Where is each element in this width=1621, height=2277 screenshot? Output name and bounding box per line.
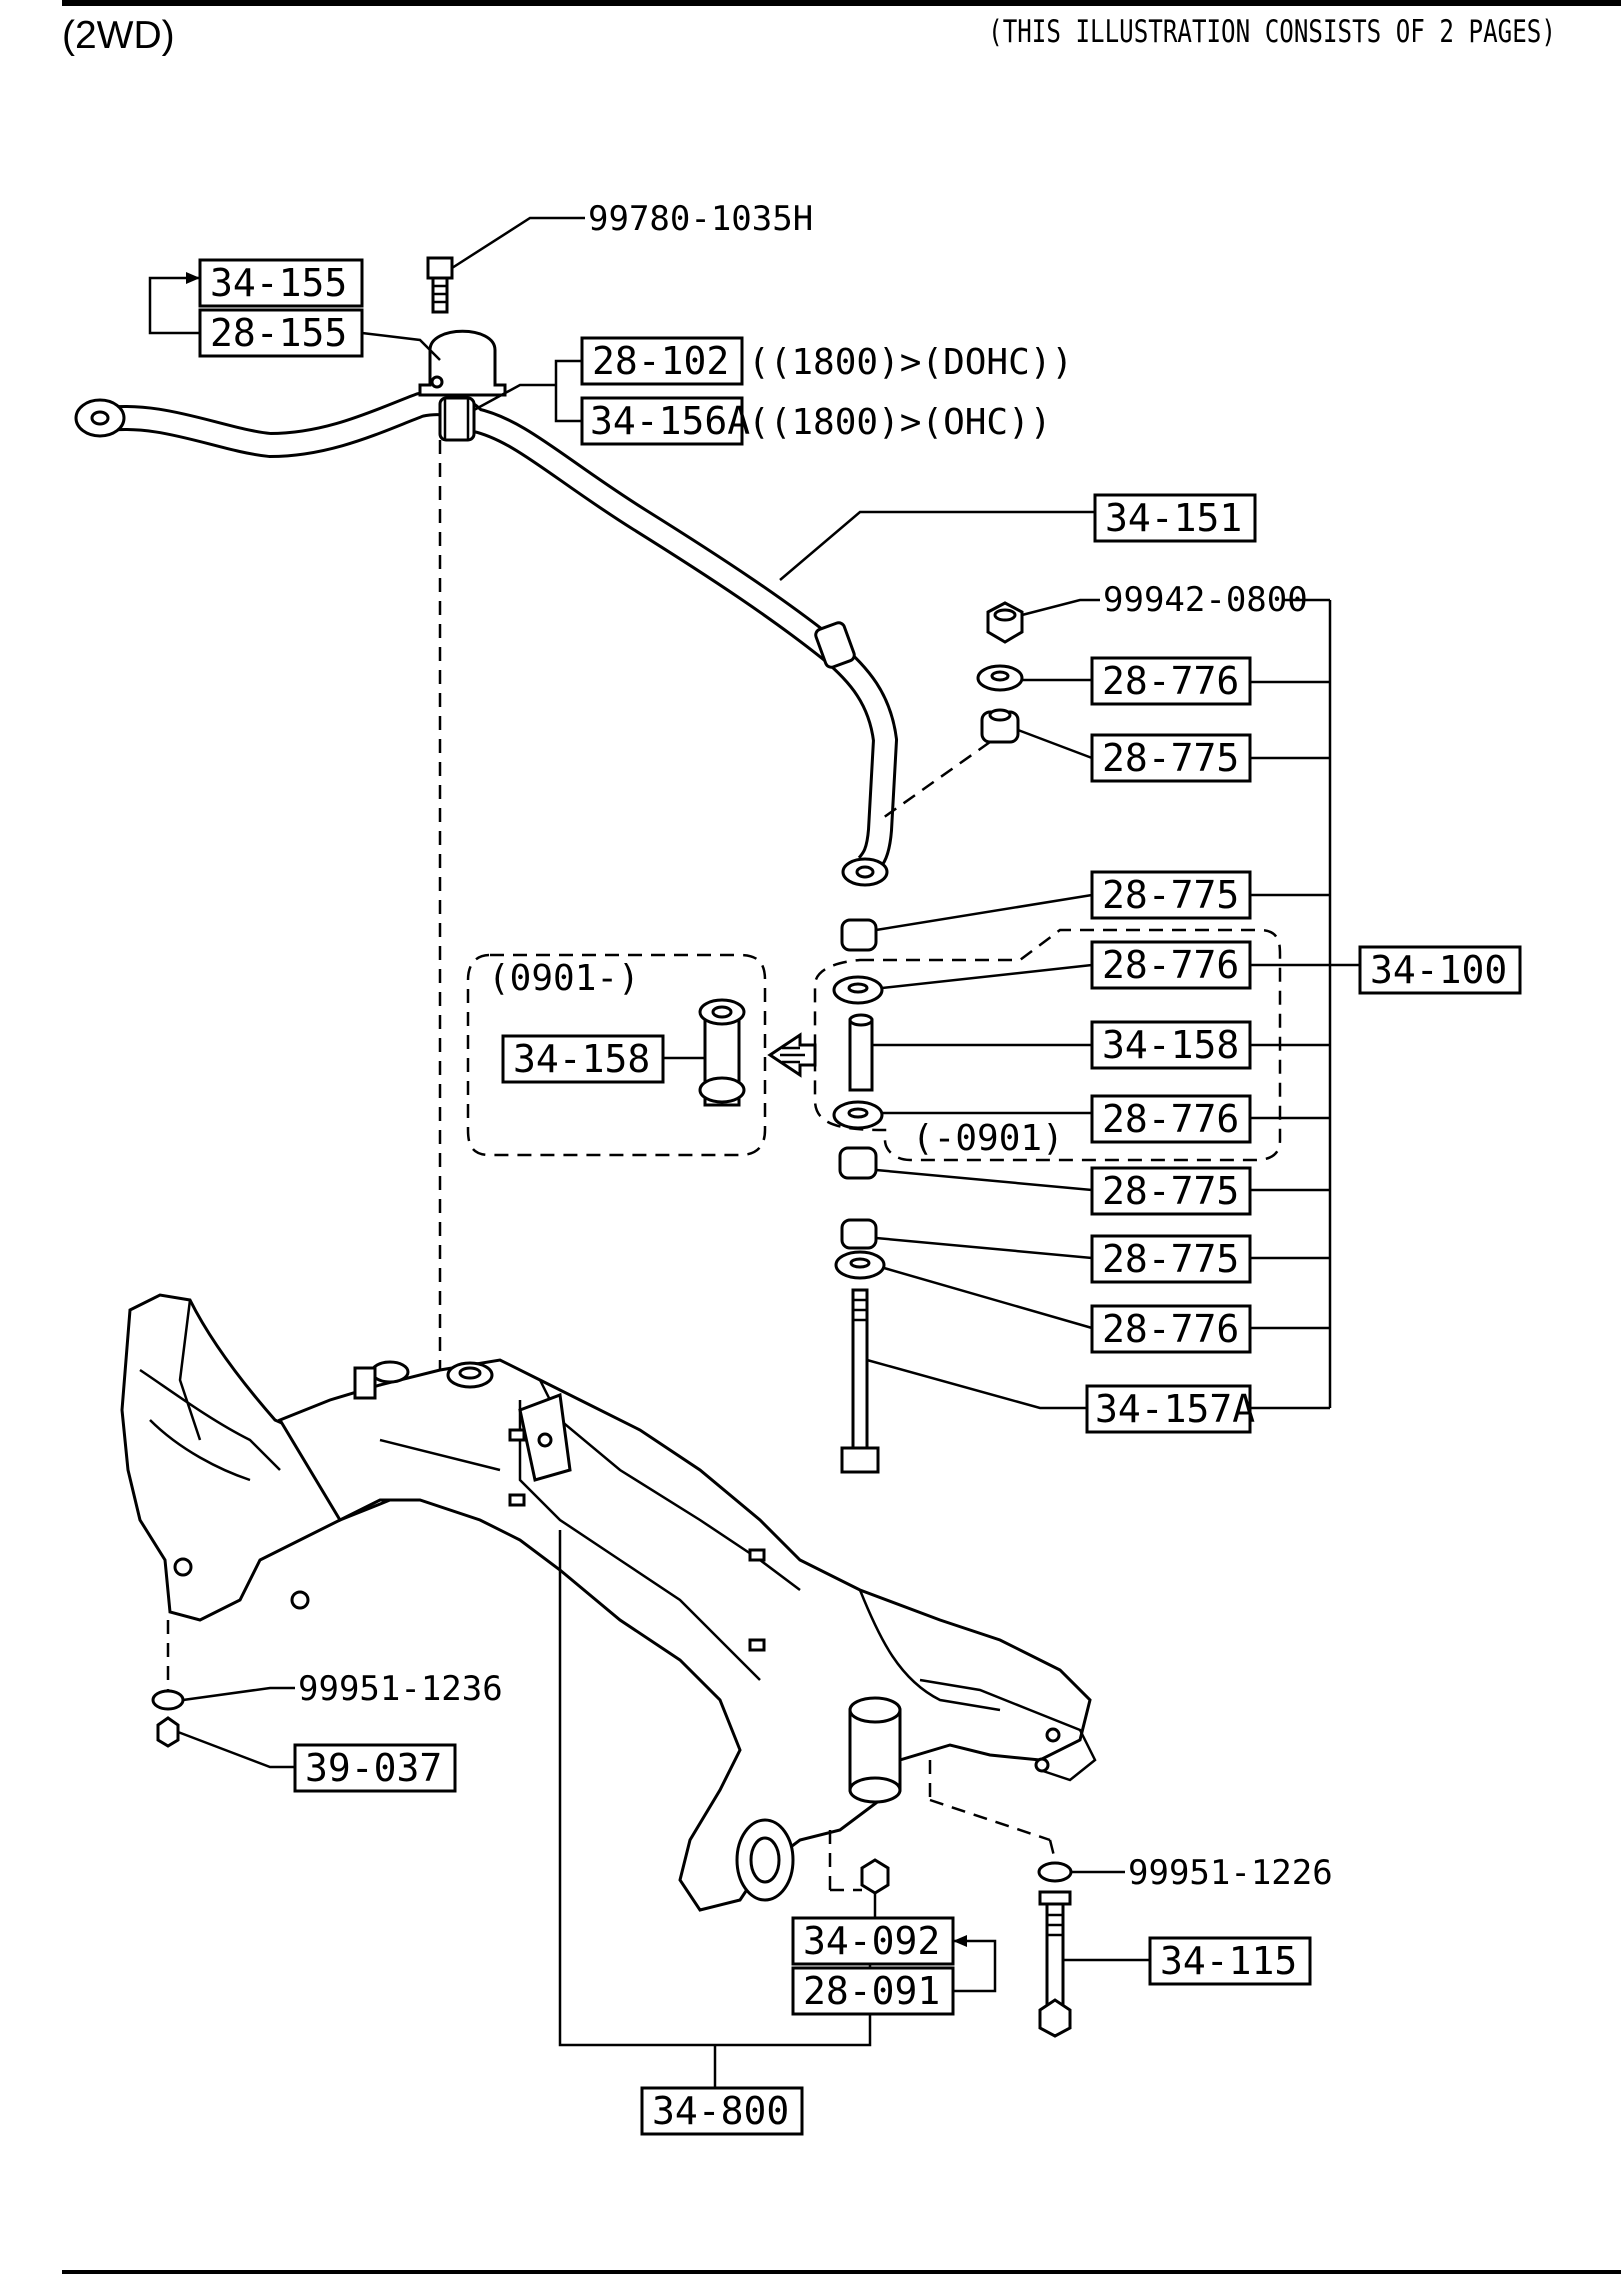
part-label-34-151: 34-151 (1105, 496, 1242, 540)
nut-icon (860, 1858, 890, 1895)
part-box-34-800[interactable] (640, 2086, 804, 2136)
part-box-28-776-b[interactable] (1090, 940, 1252, 990)
part-box-34-158-left[interactable] (501, 1034, 665, 1084)
part-label-34-157a: 34-157A (1095, 1387, 1255, 1431)
subframe-crossmember (120, 1293, 1097, 1912)
bushing-icon (838, 1146, 878, 1180)
part-box-34-157a[interactable] (1085, 1384, 1252, 1434)
part-label-28-776-d: 28-776 (1102, 1307, 1239, 1351)
stabilizer-clamp (418, 329, 507, 397)
bushing-icon (840, 1218, 878, 1250)
part-box-34-115[interactable] (1148, 1936, 1312, 1986)
part-number-99780-1035h: 99780-1035H (588, 199, 813, 239)
sleeve-icon (848, 1013, 874, 1092)
part-box-28-102[interactable] (580, 336, 744, 386)
note-1800-dohc: ((1800)>(DOHC)) (748, 342, 1073, 383)
revision-inset (466, 953, 767, 1157)
page-count-note: (THIS ILLUSTRATION CONSISTS OF 2 PAGES) (988, 14, 1556, 50)
part-box-34-155[interactable] (198, 258, 364, 308)
part-label-28-775-c: 28-775 (1102, 1169, 1239, 1213)
part-box-39-037[interactable] (293, 1743, 457, 1793)
bolt-icon (1038, 1890, 1072, 2038)
part-label-34-158-right: 34-158 (1102, 1023, 1239, 1067)
part-label-34-100: 34-100 (1370, 948, 1507, 992)
part-box-28-776-c[interactable] (1090, 1094, 1252, 1144)
nut-icon (986, 601, 1024, 644)
part-label-34-115: 34-115 (1160, 1939, 1297, 1983)
long-bolt-icon (840, 1288, 880, 1474)
note-1800-ohc: ((1800)>(OHC)) (748, 402, 1051, 443)
part-box-34-151[interactable] (1093, 493, 1257, 543)
part-label-28-102: 28-102 (592, 339, 729, 383)
part-label-28-091: 28-091 (803, 1969, 940, 2013)
part-box-34-092[interactable] (791, 1916, 955, 1966)
note-until-0901: (-0901) (912, 1118, 1064, 1159)
part-label-28-776-a: 28-776 (1102, 659, 1239, 703)
part-label-28-775-b: 28-775 (1102, 873, 1239, 917)
part-number-99942-0800: 99942-0800 (1103, 580, 1308, 620)
part-box-34-100[interactable] (1358, 945, 1522, 995)
washer-icon (1037, 1861, 1073, 1883)
part-label-28-776-b: 28-776 (1102, 943, 1239, 987)
part-label-34-092: 34-092 (803, 1919, 940, 1963)
stabilizer-bar (74, 390, 899, 887)
part-label-28-775-a: 28-775 (1102, 736, 1239, 780)
part-box-28-775-d[interactable] (1090, 1234, 1252, 1284)
part-box-28-155[interactable] (198, 308, 364, 358)
part-box-28-775-c[interactable] (1090, 1166, 1252, 1216)
part-label-34-158-left: 34-158 (513, 1037, 650, 1081)
part-label-34-800: 34-800 (652, 2089, 789, 2133)
replacement-arrow-icon (767, 1032, 817, 1078)
part-box-28-775-a[interactable] (1090, 733, 1252, 783)
part-number-99951-1236: 99951-1236 (298, 1669, 503, 1709)
nut-icon (156, 1716, 180, 1748)
bolt-icon (426, 256, 454, 314)
part-label-34-156a: 34-156A (590, 399, 750, 443)
part-label-34-155: 34-155 (210, 261, 347, 305)
part-label-28-775-d: 28-775 (1102, 1237, 1239, 1281)
part-box-28-776-d[interactable] (1090, 1304, 1252, 1354)
washer-icon (151, 1689, 185, 1711)
part-label-28-155: 28-155 (210, 311, 347, 355)
sleeve-bushing-icon (698, 998, 746, 1107)
part-label-28-776-c: 28-776 (1102, 1097, 1239, 1141)
part-label-39-037: 39-037 (305, 1746, 442, 1790)
part-number-99951-1226: 99951-1226 (1128, 1853, 1333, 1893)
bushing-icon (840, 918, 878, 952)
drivetrain-variant-label: (2WD) (62, 14, 175, 57)
note-from-0901: (0901-) (488, 958, 640, 999)
bushing-icon (980, 708, 1020, 744)
